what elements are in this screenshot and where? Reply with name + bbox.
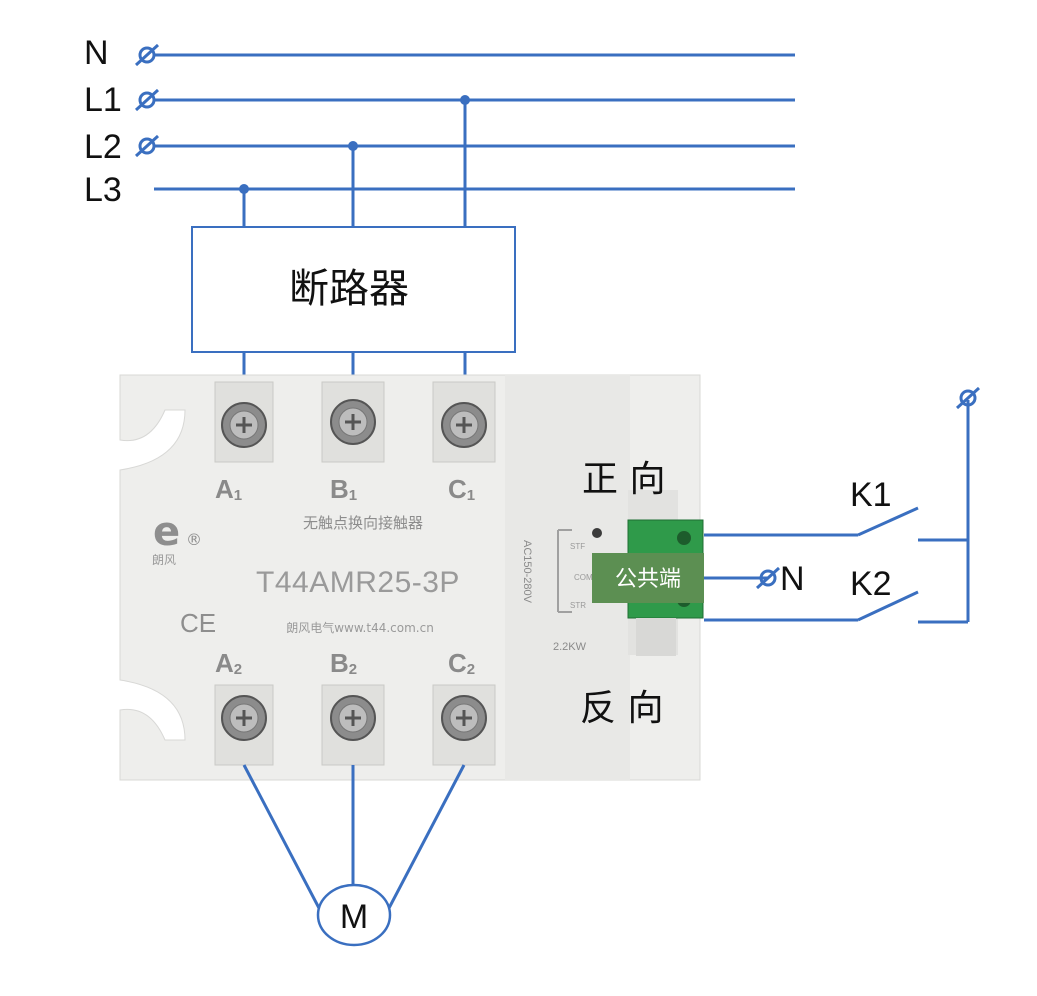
website-text: 朗风电气www.t44.com.cn — [286, 620, 434, 635]
motor — [316, 883, 392, 947]
switch-k1 — [857, 506, 919, 537]
pin-label-str: STR — [570, 601, 586, 610]
bus-label-l3: L3 — [84, 171, 122, 209]
terminal-a2 — [214, 684, 274, 766]
indicator-led — [592, 528, 602, 538]
bus-label-l1: L1 — [84, 81, 122, 119]
motor-wiring: M — [242, 764, 466, 947]
breaker: 断路器 — [191, 226, 516, 400]
k1-label: K1 — [850, 476, 892, 514]
ce-mark: CE — [180, 608, 216, 638]
terminal-symbol-icon — [955, 386, 981, 410]
terminal-label-c1: C1 — [448, 474, 475, 504]
pin-label-stf: STF — [570, 542, 585, 551]
common-label: 公共端 — [615, 567, 681, 592]
terminal-label-b1: B1 — [330, 474, 357, 504]
switch-k2 — [857, 590, 919, 622]
breaker-label: 断路器 — [289, 266, 409, 312]
svg-text:e: e — [153, 509, 180, 555]
k2-label: K2 — [850, 565, 892, 603]
wire — [386, 764, 466, 911]
product-name: 无触点换向接触器 — [303, 514, 423, 532]
bus-label-n: N — [84, 34, 109, 72]
power-rating: 2.2KW — [553, 641, 587, 653]
control-wiring: N K1 K2 — [704, 386, 981, 624]
terminal-label-c2: C2 — [448, 648, 475, 678]
pin-label-com: COM — [574, 573, 593, 582]
svg-text:®: ® — [186, 530, 202, 549]
terminal-c1 — [432, 381, 496, 463]
terminal-b1 — [321, 381, 385, 463]
motor-label: M — [340, 898, 368, 936]
bus-label-l2: L2 — [84, 128, 122, 166]
voltage-rating: AC150-280V — [521, 540, 533, 604]
reverse-label: 反 向 — [580, 688, 663, 729]
brand-logo: e ® 朗风 — [152, 509, 202, 567]
terminal-b2 — [321, 684, 385, 766]
neutral-label: N — [780, 560, 805, 598]
terminal-label-a2: A2 — [215, 648, 242, 678]
bus-bars: N L1 L2 L3 — [84, 34, 795, 227]
model-number: T44AMR25-3P — [256, 566, 460, 599]
terminal-symbol-icon — [755, 566, 781, 590]
terminal-label-b2: B2 — [330, 648, 357, 678]
forward-label: 正 向 — [582, 459, 665, 500]
wire — [242, 764, 322, 911]
terminal-a1 — [214, 381, 274, 463]
common-terminal-badge: 公共端 — [592, 553, 704, 603]
control-pin-markings: STF COM STR — [557, 528, 602, 613]
brand-text: 朗风 — [152, 553, 176, 567]
terminal-c2 — [432, 684, 496, 766]
terminal-label-a1: A1 — [215, 474, 242, 504]
